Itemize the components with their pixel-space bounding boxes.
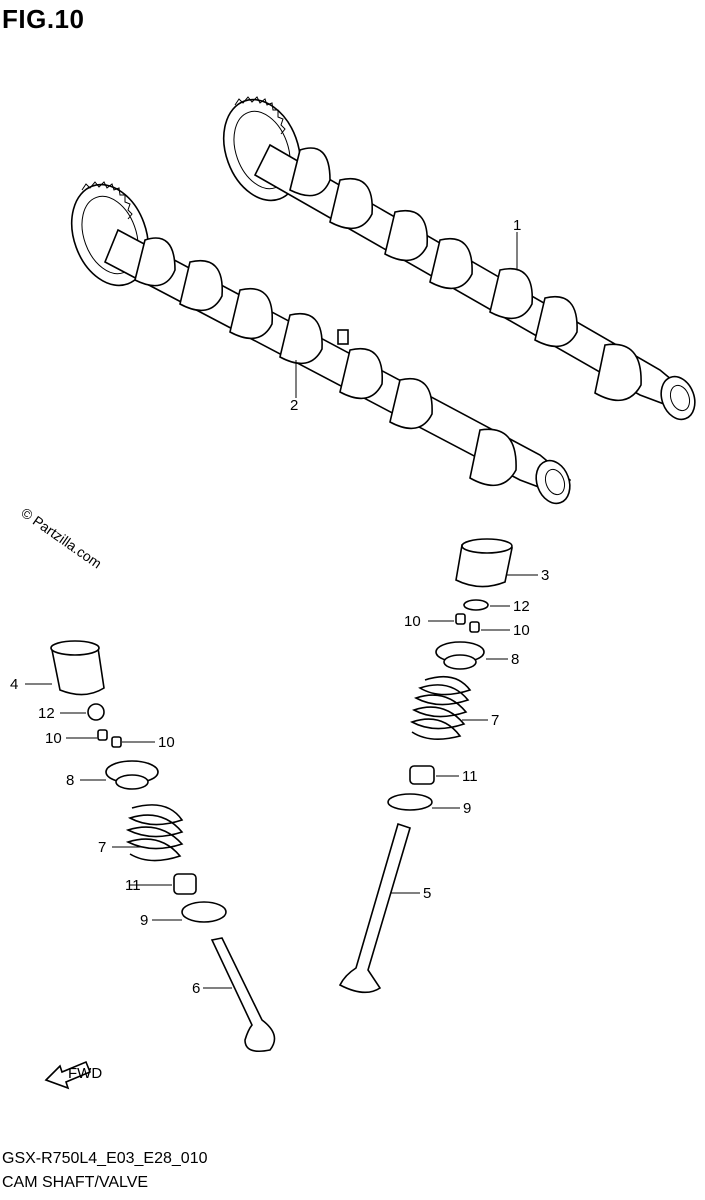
fwd-label: FWD [68,1065,102,1082]
valve-exhaust[interactable] [210,937,276,1053]
cotters-left[interactable] [97,729,122,748]
spring-right[interactable] [410,675,472,740]
callout-8: 8 [66,772,74,789]
camshaft-intake[interactable] [210,89,700,424]
tappet-right[interactable] [455,538,513,588]
camshaft-exhaust[interactable] [58,174,575,508]
figure-name: CAM SHAFT/VALVE [2,1174,149,1191]
callout-1: 1 [513,217,521,234]
shim-left[interactable] [87,703,105,721]
retainer-right[interactable] [435,641,485,670]
callout-10: 10 [45,730,62,747]
callout-2: 2 [290,397,298,414]
retainer-left[interactable] [105,760,159,790]
stem-seal-right[interactable] [409,765,435,785]
figure-title: FIG.10 [2,4,85,34]
callout-10: 10 [513,622,530,639]
leader-lines [25,232,538,989]
stem-seal-left[interactable] [173,873,197,895]
callout-3: 3 [541,567,549,584]
spring-seat-right[interactable] [387,793,433,811]
callout-12: 12 [38,705,55,722]
callout-9: 9 [463,800,471,817]
valve-intake[interactable] [338,822,411,994]
watermark: © Partzilla.com [18,504,104,571]
spring-seat-left[interactable] [181,901,227,923]
callout-11: 11 [462,768,478,785]
callout-9: 9 [140,912,148,929]
tappet-left[interactable] [50,640,105,696]
callout-7: 7 [98,839,106,856]
callout-10: 10 [404,613,421,630]
callout-10: 10 [158,734,175,751]
callout-11: 11 [125,877,141,894]
spring-left[interactable] [125,804,184,862]
cotters-right[interactable] [455,613,480,633]
callout-5: 5 [423,885,431,902]
callout-labels: 1 2 3 12 10 10 8 7 11 9 5 4 12 10 10 8 7… [10,217,549,997]
callout-6: 6 [192,980,200,997]
callout-12: 12 [513,598,530,615]
callout-4: 4 [10,676,18,693]
shim-right[interactable] [463,599,489,611]
callout-7: 7 [491,712,499,729]
callout-8: 8 [511,651,519,668]
fwd-arrow-icon: FWD [44,1060,102,1090]
figure-code: GSX-R750L4_E03_E28_010 [2,1150,208,1167]
